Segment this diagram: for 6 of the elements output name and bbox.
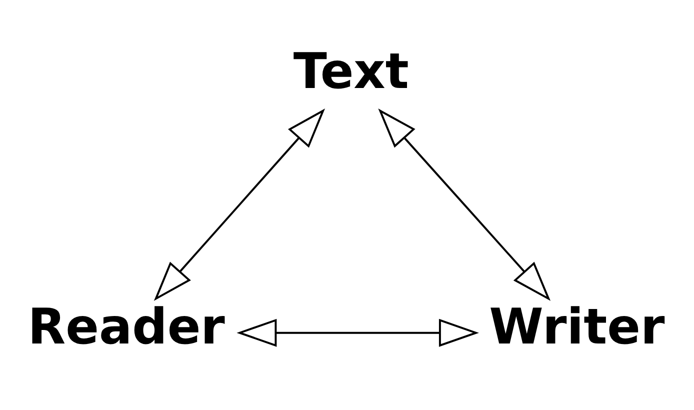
arrow <box>154 108 326 301</box>
node-text: Writer <box>489 298 665 356</box>
arrow <box>236 318 479 347</box>
node-text: Text <box>293 42 409 100</box>
node-text: Reader <box>28 298 225 356</box>
arrow <box>378 108 551 301</box>
